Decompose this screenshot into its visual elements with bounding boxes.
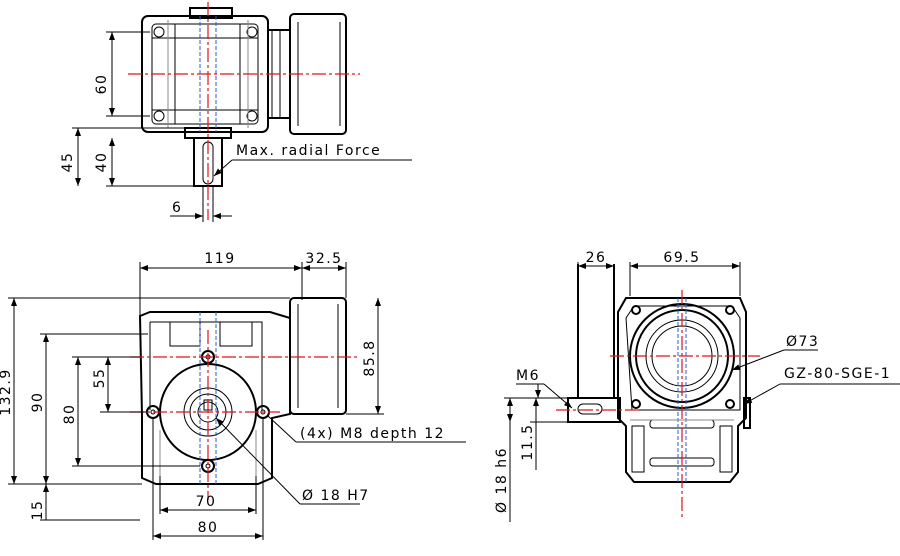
- top-view: [72, 2, 412, 222]
- side-view: [504, 262, 900, 522]
- dim-shaft-total-45: 45: [60, 152, 76, 173]
- dim-15: 15: [30, 500, 46, 521]
- note-model: GZ-80-SGE-1: [784, 366, 891, 382]
- front-view: [8, 262, 466, 540]
- note-radial-force: Max. radial Force: [236, 143, 381, 159]
- dim-shaft-dia-18-h6: Ø 18 h6: [494, 447, 510, 513]
- dim-55: 55: [92, 368, 108, 389]
- dim-70: 70: [196, 494, 217, 510]
- dim-85-8: 85.8: [362, 339, 378, 376]
- dim-80-vertical: 80: [62, 404, 78, 425]
- note-diameter-73: Ø73: [786, 334, 819, 350]
- dim-height-60: 60: [94, 74, 110, 95]
- dim-shaft-length-40: 40: [94, 152, 110, 173]
- note-bore-18-h7: Ø 18 H7: [302, 488, 370, 504]
- dim-width-119: 119: [204, 251, 235, 267]
- dim-width-32-5: 32.5: [305, 251, 342, 267]
- dim-90: 90: [30, 392, 46, 413]
- dim-total-height-132-9: 132.9: [0, 368, 14, 416]
- dim-26: 26: [586, 250, 607, 266]
- dim-key-width-6: 6: [172, 200, 182, 216]
- dim-m6: M6: [516, 368, 540, 384]
- dim-80-horizontal: 80: [198, 520, 219, 536]
- note-bolts-m8: (4x) M8 depth 12: [300, 426, 445, 442]
- dim-11-5: 11.5: [520, 423, 536, 460]
- dim-69-5: 69.5: [663, 250, 700, 266]
